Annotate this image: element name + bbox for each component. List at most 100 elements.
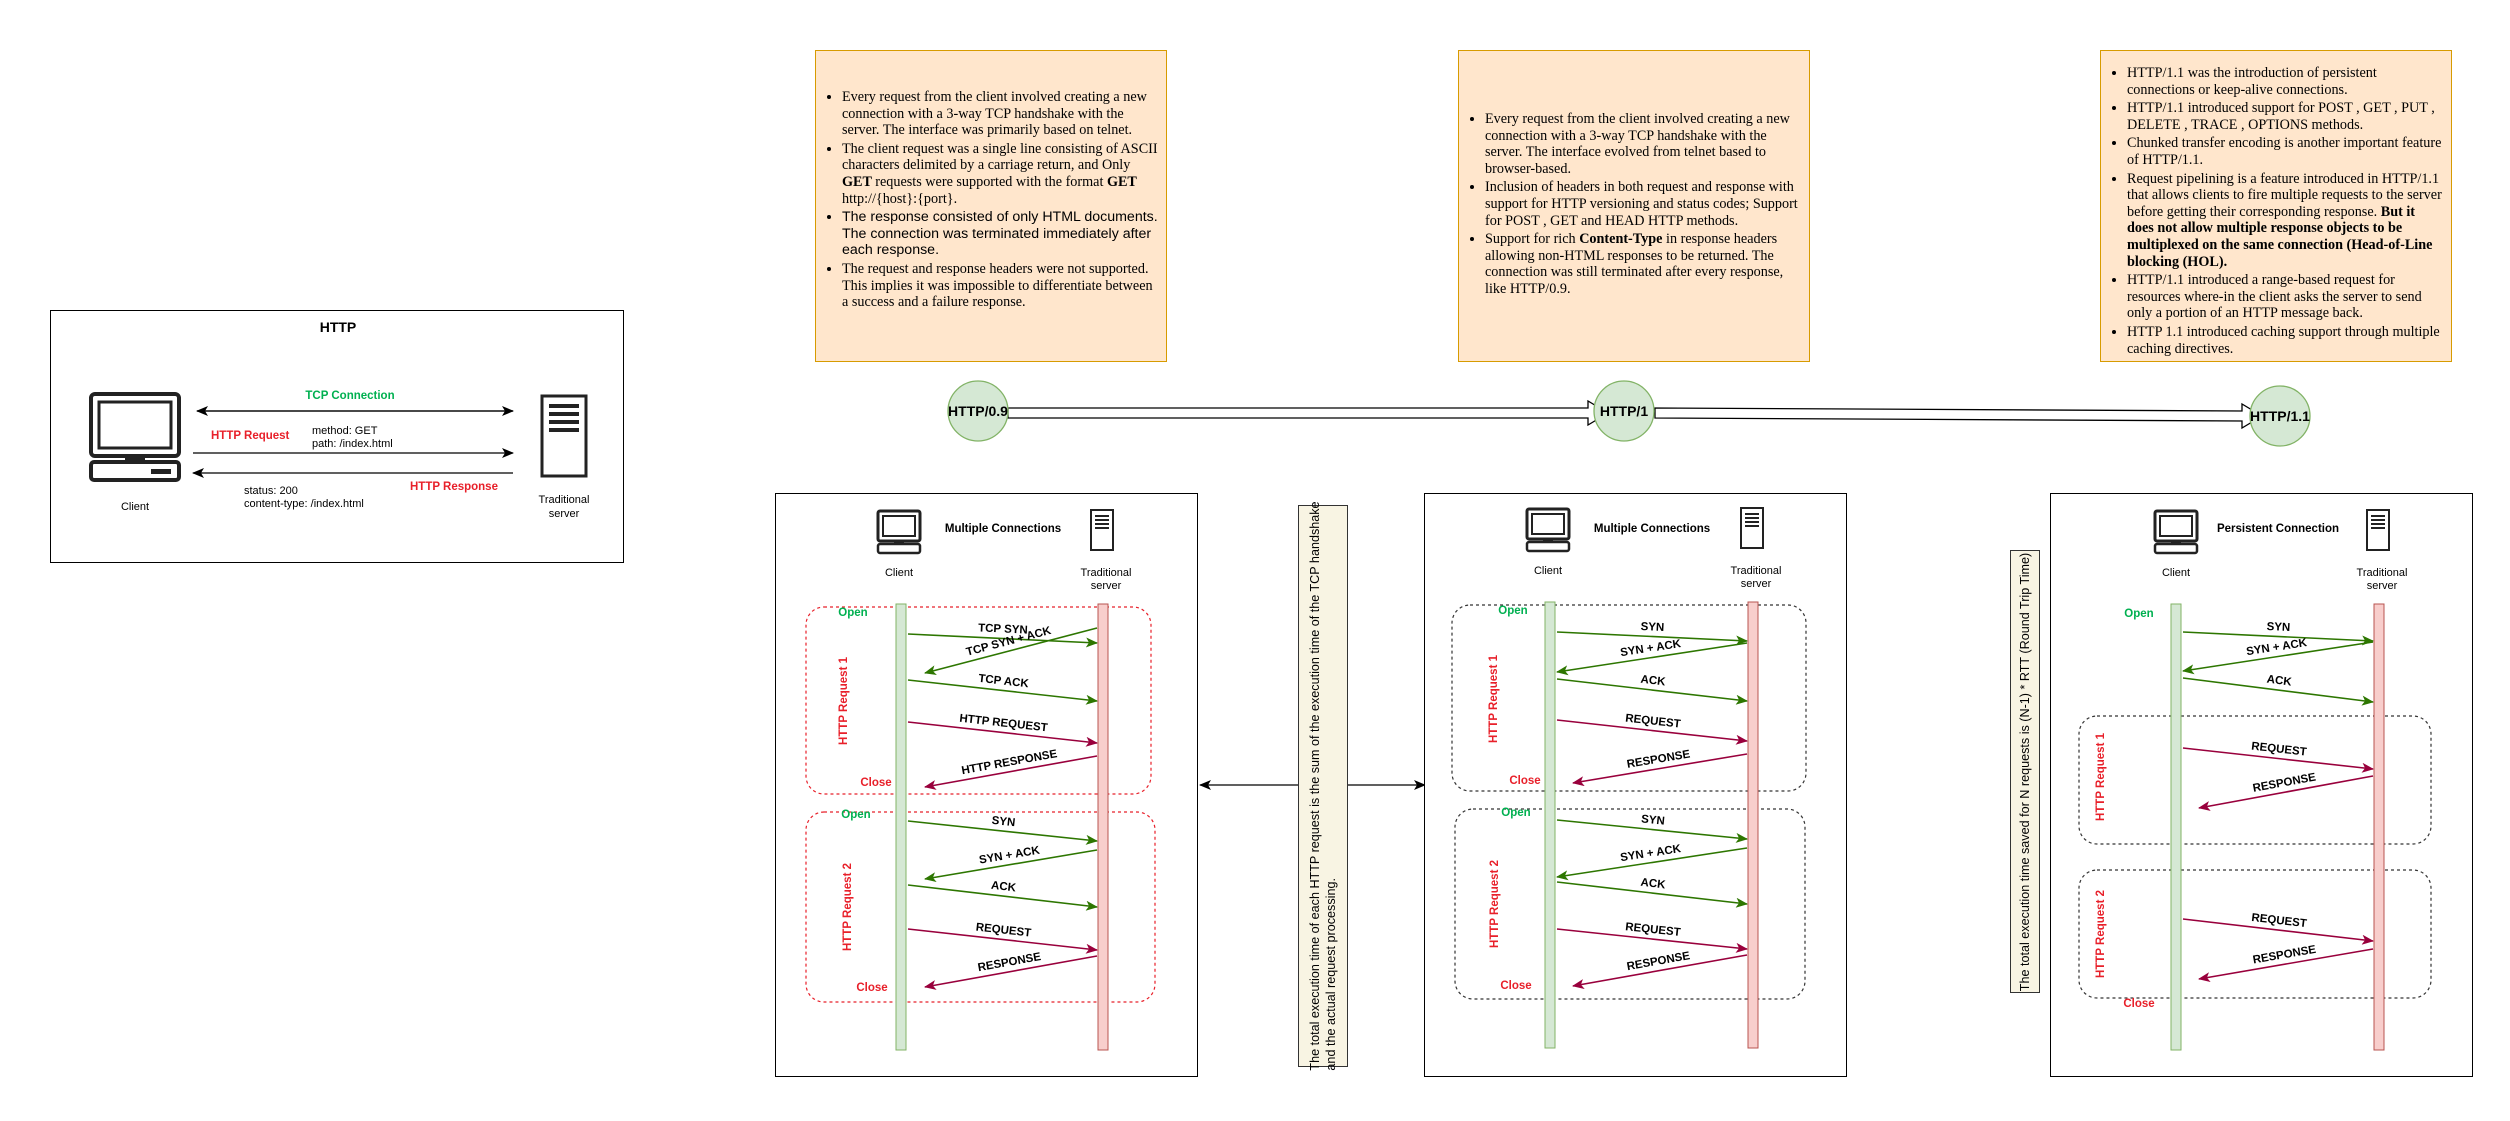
message-arrow — [1572, 954, 1748, 989]
close-label: Close — [1509, 775, 1540, 787]
message-arrow — [2198, 775, 2374, 811]
message-arrow — [907, 721, 1098, 747]
server-lifeline — [1097, 603, 1109, 1051]
message-arrow — [2182, 918, 2374, 945]
message-arrow — [907, 679, 1098, 705]
message-arrow — [924, 755, 1098, 790]
message-arrow — [2198, 948, 2374, 983]
message-label: SYN — [1641, 813, 1666, 827]
message-arrow — [2182, 641, 2374, 675]
client-computer-icon — [89, 392, 181, 482]
group-http-request-1 — [1451, 604, 1807, 792]
note-http11-item: HTTP/1.1 was the introduction of persist… — [2127, 65, 2445, 98]
message-label: SYN — [991, 815, 1016, 829]
method-line: method: GET — [312, 425, 378, 437]
middle-note-line2: and the actual request processing. — [1324, 878, 1338, 1071]
panel3-svg: Client Traditional server Persistent Con… — [2078, 509, 2432, 1051]
message-arrow — [907, 928, 1098, 954]
server-label-line2: server — [1091, 580, 1122, 592]
message-arrow — [907, 633, 1098, 648]
milestone-http11 — [2249, 385, 2311, 447]
note-http11-item: Chunked transfer encoding is another imp… — [2127, 135, 2445, 168]
message-label: SYN + ACK — [1619, 843, 1682, 864]
message-arrow — [1556, 631, 1748, 646]
group-http-request-1 — [2078, 715, 2432, 845]
http-request-label: HTTP Request — [211, 430, 290, 442]
note-http1-list: Every request from the client involved c… — [1459, 111, 1803, 298]
message-arrow — [1556, 719, 1748, 745]
status-line: status: 200 — [244, 485, 298, 497]
open-label: Open — [1498, 605, 1527, 617]
message-arrow — [1556, 819, 1748, 843]
label-http1: HTTP/1 — [1600, 403, 1648, 419]
group-label: HTTP Request 2 — [2095, 890, 2107, 978]
note-http11-item: HTTP 1.1 introduced caching support thro… — [2127, 324, 2445, 357]
panel1-svg: Client Traditional server Multiple Conne… — [805, 509, 1156, 1051]
note-http11: HTTP/1.1 was the introduction of persist… — [2100, 50, 2452, 362]
message-label: SYN — [2266, 621, 2290, 634]
message-arrow — [2182, 631, 2374, 646]
note-http09-item: The request and response headers were no… — [842, 261, 1162, 311]
panel-title: Persistent Connection — [2217, 523, 2339, 535]
group-label: HTTP Request 1 — [2095, 732, 2107, 821]
group-label: HTTP Request 1 — [1488, 654, 1500, 743]
message-arrow — [1556, 847, 1748, 881]
middle-arrows — [1199, 780, 1426, 790]
server-icon — [1090, 509, 1114, 551]
message-label: HTTP REQUEST — [959, 713, 1048, 735]
note-http11-item: HTTP/1.1 introduced support for POST , G… — [2127, 100, 2445, 133]
server-icon — [1740, 507, 1764, 549]
milestone-http09 — [947, 380, 1009, 442]
message-label: RESPONSE — [1626, 748, 1691, 770]
middle-side-note-text: The total execution time of each HTTP re… — [1307, 501, 1339, 1070]
note-http09-list: Every request from the client involved c… — [816, 89, 1162, 311]
timeline-svg: HTTP/0.9 HTTP/1 HTTP/1.1 — [947, 380, 2311, 447]
client-lifeline — [2170, 603, 2182, 1051]
server-label-line1: Traditional — [539, 494, 590, 506]
panel-title: Multiple Connections — [945, 523, 1061, 535]
message-label: RESPONSE — [977, 951, 1042, 974]
server-label-line1: Traditional — [2357, 567, 2408, 579]
note-http09-item: The response consisted of only HTML docu… — [842, 209, 1162, 259]
group-http-request-2 — [805, 811, 1156, 1003]
message-label: TCP SYN — [978, 622, 1028, 636]
group-http-request-2 — [2078, 869, 2432, 999]
message-label: HTTP RESPONSE — [961, 748, 1059, 777]
message-arrow — [924, 849, 1098, 883]
server-icon — [540, 394, 588, 478]
message-label: REQUEST — [1625, 921, 1682, 939]
panel-http09-sequence: Client Traditional server Multiple Conne… — [775, 493, 1198, 1077]
group-http-request-2 — [1454, 808, 1806, 1000]
note-http1-item: Inclusion of headers in both request and… — [1485, 179, 1803, 229]
close-label: Close — [2123, 998, 2154, 1010]
message-label: TCP ACK — [978, 673, 1030, 691]
client-label: Client — [2162, 567, 2190, 579]
message-label: ACK — [2266, 674, 2293, 689]
middle-note-line1: The total execution time of each HTTP re… — [1308, 501, 1322, 1071]
note-http1: Every request from the client involved c… — [1458, 50, 1810, 362]
message-arrow — [924, 955, 1098, 990]
panel-http11-sequence: Client Traditional server Persistent Con… — [2050, 493, 2473, 1077]
client-label: Client — [121, 501, 149, 513]
panel-title: Multiple Connections — [1594, 523, 1710, 535]
note-http09-item: Every request from the client involved c… — [842, 89, 1162, 139]
message-label: RESPONSE — [2252, 771, 2317, 794]
note-http1-item: Support for rich Content-Type in respons… — [1485, 231, 1803, 297]
client-lifeline — [1544, 601, 1556, 1049]
note-http11-list: HTTP/1.1 was the introduction of persist… — [2101, 65, 2445, 357]
message-label: SYN + ACK — [978, 845, 1041, 867]
timeline-arrow-1 — [1007, 399, 1610, 427]
open-label: Open — [841, 809, 870, 821]
server-label-line2: server — [1741, 578, 1772, 590]
message-arrow — [907, 820, 1098, 845]
label-http11: HTTP/1.1 — [2250, 408, 2310, 424]
server-label-line1: Traditional — [1731, 565, 1782, 577]
group-label: HTTP Request 2 — [1489, 860, 1501, 948]
server-lifeline — [1747, 601, 1759, 1049]
content-type-line: content-type: /index.html — [244, 498, 364, 510]
open-label: Open — [838, 607, 867, 619]
http-overview-box: HTTP Client Traditional server TCP Conne… — [50, 310, 624, 563]
